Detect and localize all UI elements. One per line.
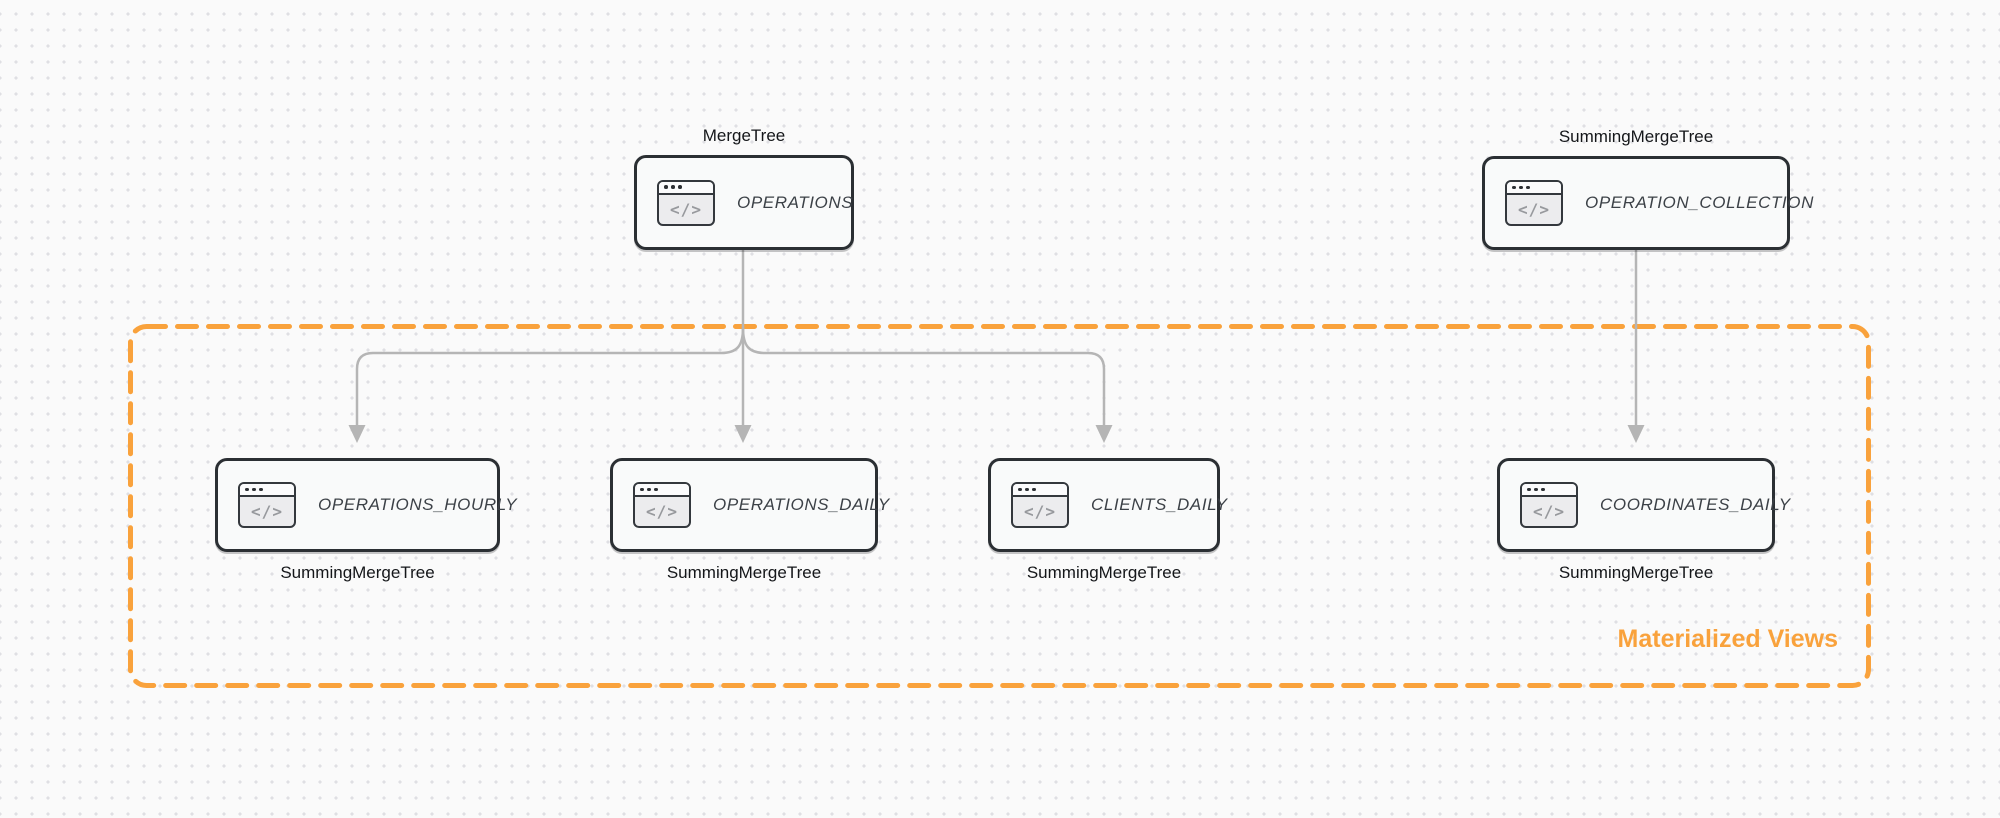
window-dot bbox=[252, 487, 256, 492]
engine-label-summingmergetree: SummingMergeTree bbox=[666, 563, 822, 582]
table-shape-clients-daily[interactable]: </> CLIENTS_DAILY bbox=[988, 458, 1227, 552]
node-operations[interactable]: MergeTree </> OPERATIONS bbox=[634, 126, 854, 250]
node-operations-daily[interactable]: SummingMergeTree </> OPERATIONS_DAILY bbox=[610, 458, 889, 582]
window-dot bbox=[647, 487, 651, 492]
code-window-icon: </> bbox=[238, 482, 296, 528]
materialized-views-frame-label: Materialized Views bbox=[1617, 625, 1838, 653]
window-bar bbox=[1013, 484, 1067, 497]
code-glyph: </> bbox=[251, 502, 283, 521]
arrowhead bbox=[1095, 425, 1113, 443]
table-shape-coordinates-daily[interactable]: </> COORDINATES_DAILY bbox=[1497, 458, 1790, 552]
window-dot bbox=[1541, 487, 1545, 492]
code-window-icon: </> bbox=[633, 482, 691, 528]
table-shape-operations-hourly[interactable]: </> OPERATIONS_HOURLY bbox=[215, 458, 517, 552]
window-dot bbox=[1519, 185, 1523, 190]
code-glyph: </> bbox=[1024, 502, 1056, 521]
window-dot bbox=[245, 487, 249, 492]
node-operation-collection[interactable]: SummingMergeTree </> OPERATION_COLLECTIO… bbox=[1482, 127, 1813, 250]
table-shape-operations[interactable]: </> OPERATIONS bbox=[634, 155, 854, 250]
window-dot bbox=[1526, 185, 1530, 190]
table-shape-operations-daily[interactable]: </> OPERATIONS_DAILY bbox=[610, 458, 889, 552]
window-dot bbox=[1025, 487, 1029, 492]
table-name: CLIENTS_DAILY bbox=[1091, 495, 1228, 514]
window-dot bbox=[259, 487, 263, 492]
window-dot bbox=[1527, 487, 1531, 492]
code-window-icon: </> bbox=[1505, 180, 1563, 226]
table-name: OPERATION_COLLECTION bbox=[1585, 193, 1814, 212]
table-name: COORDINATES_DAILY bbox=[1600, 495, 1791, 514]
table-shape-operation-collection[interactable]: </> OPERATION_COLLECTION bbox=[1482, 156, 1813, 250]
code-glyph: </> bbox=[1518, 200, 1550, 219]
window-dot bbox=[640, 487, 644, 492]
engine-label-summingmergetree: SummingMergeTree bbox=[1026, 563, 1182, 582]
arrowhead bbox=[348, 425, 366, 443]
window-dot bbox=[654, 487, 658, 492]
table-name: OPERATIONS bbox=[737, 192, 854, 212]
code-glyph: </> bbox=[646, 502, 678, 521]
window-bar bbox=[635, 484, 689, 497]
code-glyph: </> bbox=[1533, 502, 1565, 521]
window-dot bbox=[678, 185, 682, 189]
table-name: OPERATIONS_HOURLY bbox=[318, 495, 518, 514]
engine-label-mergetree: MergeTree bbox=[702, 126, 786, 145]
window-bar bbox=[1507, 182, 1561, 195]
node-clients-daily[interactable]: SummingMergeTree </> CLIENTS_DAILY bbox=[988, 458, 1227, 582]
code-window-icon: </> bbox=[1011, 482, 1069, 528]
code-window-icon: </> bbox=[657, 179, 715, 226]
window-dot bbox=[1534, 487, 1538, 492]
window-dot bbox=[671, 185, 675, 189]
node-coordinates-daily[interactable]: SummingMergeTree </> COORDINATES_DAILY bbox=[1497, 458, 1790, 582]
window-dot bbox=[1512, 185, 1516, 190]
arrow-operations-to-clients-daily bbox=[741, 326, 1106, 428]
engine-label-summingmergetree: SummingMergeTree bbox=[1558, 563, 1714, 582]
arrowhead bbox=[1627, 425, 1645, 443]
code-glyph: </> bbox=[670, 199, 702, 219]
window-bar bbox=[1522, 484, 1576, 497]
code-window-icon: </> bbox=[1520, 482, 1578, 528]
engine-label-summingmergetree: SummingMergeTree bbox=[1558, 127, 1714, 146]
table-name: OPERATIONS_DAILY bbox=[713, 495, 890, 514]
arrow-operations-to-operations-hourly bbox=[355, 326, 745, 428]
window-dot bbox=[1032, 487, 1036, 492]
arrowhead bbox=[734, 425, 752, 443]
window-bar bbox=[659, 181, 713, 195]
window-dot bbox=[664, 185, 668, 189]
window-bar bbox=[240, 484, 294, 497]
window-dot bbox=[1018, 487, 1022, 492]
engine-label-summingmergetree: SummingMergeTree bbox=[280, 563, 435, 582]
node-operations-hourly[interactable]: SummingMergeTree </> OPERATIONS_HOURLY bbox=[215, 458, 517, 582]
